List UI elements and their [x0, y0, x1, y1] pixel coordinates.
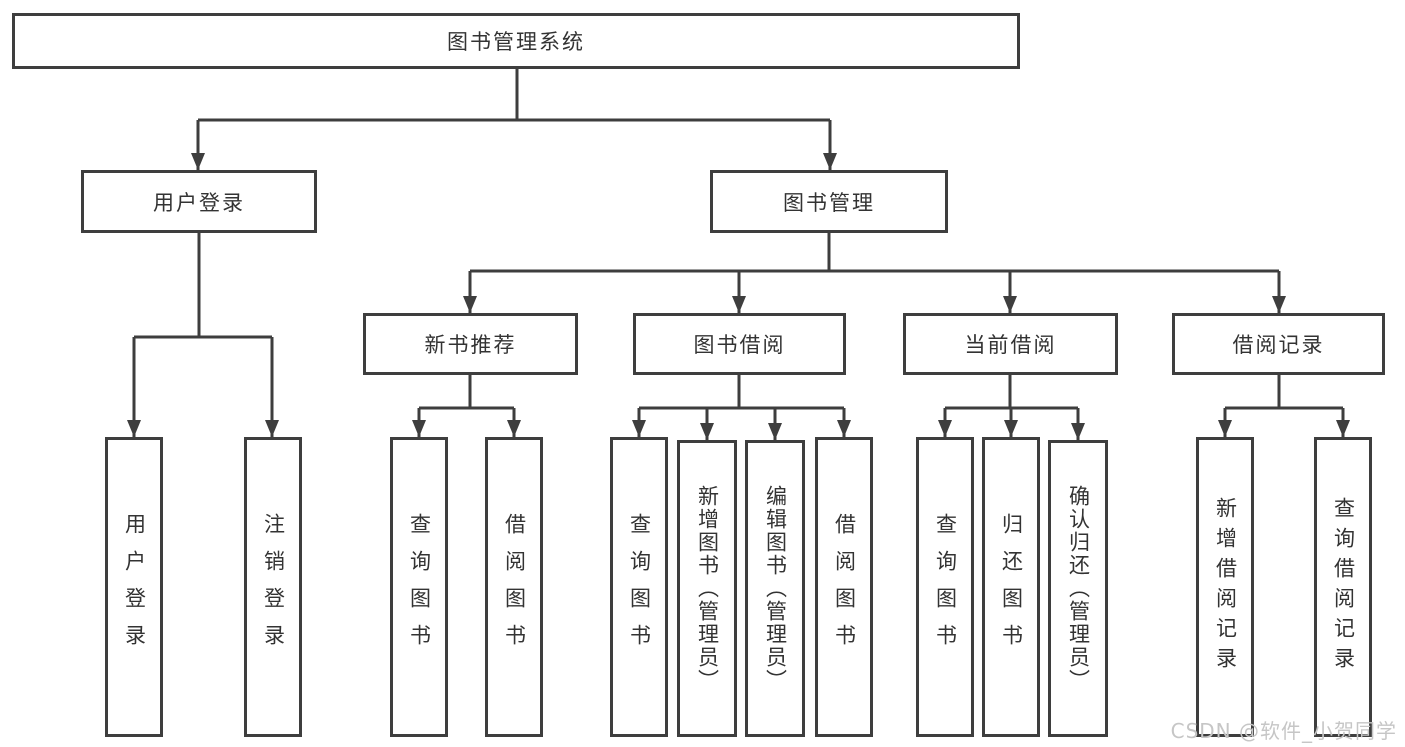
node-label: 当前借阅 [964, 333, 1057, 357]
node-logout: 注销登录 [244, 437, 302, 737]
node-label: 查询图书 [933, 513, 958, 661]
node-nbr-query-books: 查询图书 [390, 437, 448, 737]
node-bb-add-books-admin: 新增图书（管理员） [677, 440, 737, 737]
node-label: 新增借阅记录 [1213, 497, 1238, 677]
node-label: 查询图书 [627, 513, 652, 661]
node-label: 确认归还（管理员） [1066, 485, 1091, 692]
node-label: 借阅图书 [502, 513, 527, 661]
node-label: 查询借阅记录 [1331, 497, 1356, 677]
node-label: 借阅图书 [832, 513, 857, 661]
csdn-watermark: CSDN @软件_小贺同学 [1170, 719, 1397, 743]
node-label: 用户登录 [122, 513, 147, 661]
node-book-borrow: 图书借阅 [633, 313, 846, 375]
node-label: 借阅记录 [1232, 333, 1325, 357]
node-cb-query-books: 查询图书 [916, 437, 974, 737]
node-label: 注销登录 [261, 513, 286, 661]
node-label: 新增图书（管理员） [695, 485, 720, 692]
node-current-borrow: 当前借阅 [903, 313, 1118, 375]
node-label: 图书管理系统 [447, 30, 585, 54]
node-label: 图书借阅 [693, 333, 786, 357]
node-br-query-borrow-record: 查询借阅记录 [1314, 437, 1372, 737]
tree-connector-path [132, 68, 1345, 440]
node-bb-edit-books-admin: 编辑图书（管理员） [745, 440, 805, 737]
node-user-login-leaf: 用户登录 [105, 437, 163, 737]
node-cb-confirm-return-admin: 确认归还（管理员） [1048, 440, 1108, 737]
node-label: 归还图书 [999, 513, 1024, 661]
node-nbr-borrow-books: 借阅图书 [485, 437, 543, 737]
node-borrow-record: 借阅记录 [1172, 313, 1385, 375]
node-new-book-recommend: 新书推荐 [363, 313, 578, 375]
node-book-management: 图书管理 [710, 170, 948, 233]
node-cb-return-books: 归还图书 [982, 437, 1040, 737]
node-library-management-system: 图书管理系统 [12, 13, 1020, 69]
node-label: 用户登录 [153, 190, 245, 215]
node-label: 查询图书 [407, 513, 432, 661]
node-bb-borrow-books: 借阅图书 [815, 437, 873, 737]
node-bb-query-books: 查询图书 [610, 437, 668, 737]
node-label: 编辑图书（管理员） [763, 485, 788, 692]
node-label: 图书管理 [783, 190, 875, 215]
node-user-login: 用户登录 [81, 170, 317, 233]
node-br-add-borrow-record: 新增借阅记录 [1196, 437, 1254, 737]
arrowheads [127, 153, 1350, 440]
node-label: 新书推荐 [424, 333, 517, 357]
